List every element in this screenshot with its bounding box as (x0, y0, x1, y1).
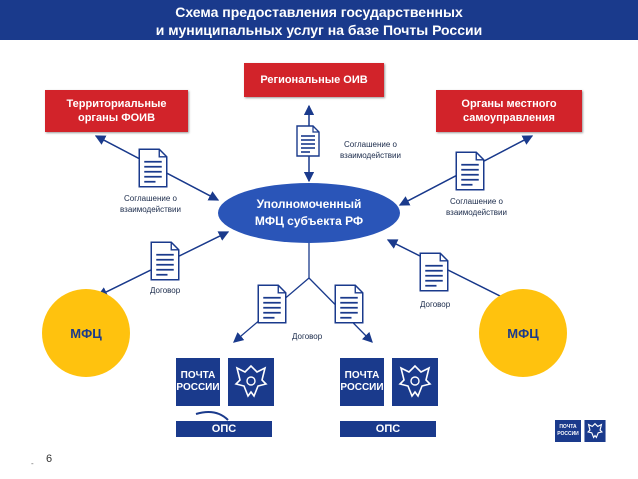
pochta-small-line-1: ПОЧТА (559, 424, 577, 430)
territorial-foiv-line-1: Территориальные (66, 98, 167, 110)
ops-left-label: ОПС (211, 423, 237, 435)
document-icon (455, 151, 485, 191)
ops-right-label: ОПС (375, 423, 401, 435)
mfc-right-node: МФЦ (479, 289, 567, 377)
title-line-1: Схема предоставления государственных (175, 4, 463, 20)
pochta-left-line-2: РОССИИ (176, 382, 220, 393)
agreement-top-label: Соглашение о взаимодействии (340, 139, 401, 161)
ops-left-flag-tail (176, 408, 236, 424)
agreement-right-line-2: взаимодействии (446, 208, 507, 217)
mfc-left-label: МФЦ (70, 325, 102, 341)
agreement-left-line-1: Соглашение о (124, 194, 177, 203)
authorized-mfc-node: Уполномоченный МФЦ субъекта РФ (218, 183, 400, 243)
agreement-left-line-2: взаимодействии (120, 205, 181, 214)
page-number: 6 (46, 453, 53, 465)
arrow-mfc-right-to-center (386, 239, 521, 307)
eagle-emblem-icon (228, 358, 274, 406)
agreement-top-line-2: взаимодействии (340, 151, 401, 160)
agreement-right-label: Соглашение о взаимодействии (446, 196, 507, 218)
ops-right-label-bar: ОПС (340, 421, 436, 437)
title-line-2: и муниципальных услуг на базе Почты Росс… (155, 22, 483, 38)
contract-bottom-label: Договор (292, 332, 323, 341)
center-line-2: МФЦ субъекта РФ (254, 214, 364, 228)
agreement-left-label: Соглашение о взаимодействии (120, 193, 181, 215)
footer-dot: - (31, 459, 34, 468)
contract-left-label: Договор (150, 286, 181, 295)
regional-oiv-box: Региональные ОИВ (244, 63, 384, 97)
agreement-top-line-1: Соглашение о (344, 140, 397, 149)
pochta-small-line-2: РОССИИ (557, 431, 579, 437)
eagle-emblem-small-icon (584, 420, 606, 442)
territorial-foiv-box: Территориальные органы ФОИВ (45, 90, 188, 132)
document-icon (334, 284, 364, 324)
mfc-left-node: МФЦ (42, 289, 130, 377)
regional-oiv-label: Региональные ОИВ (260, 74, 368, 86)
document-icon (296, 125, 320, 157)
pochta-logo-small: ПОЧТА РОССИИ (555, 420, 581, 442)
document-icon (138, 148, 168, 188)
local-gov-box: Органы местного самоуправления (436, 90, 582, 132)
document-icon (150, 241, 180, 281)
local-gov-line-2: самоуправления (463, 112, 555, 124)
center-line-1: Уполномоченный (256, 197, 362, 211)
page-title: Схема предоставления государственных и м… (0, 0, 638, 40)
agreement-right-line-1: Соглашение о (450, 197, 503, 206)
pochta-left-line-1: ПОЧТА (180, 370, 216, 381)
pochta-right-line-1: ПОЧТА (344, 370, 380, 381)
document-icon (419, 252, 449, 292)
eagle-emblem-icon (392, 358, 438, 406)
territorial-foiv-line-2: органы ФОИВ (77, 112, 156, 124)
pochta-logo-right: ПОЧТА РОССИИ (340, 358, 384, 406)
pochta-logo-left: ПОЧТА РОССИИ (176, 358, 220, 406)
ops-left-label-bar: ОПС (176, 421, 272, 437)
contract-right-label: Договор (420, 300, 451, 309)
local-gov-line-1: Органы местного (461, 98, 557, 110)
document-icon (257, 284, 287, 324)
pochta-right-line-2: РОССИИ (340, 382, 384, 393)
mfc-right-label: МФЦ (507, 325, 539, 341)
